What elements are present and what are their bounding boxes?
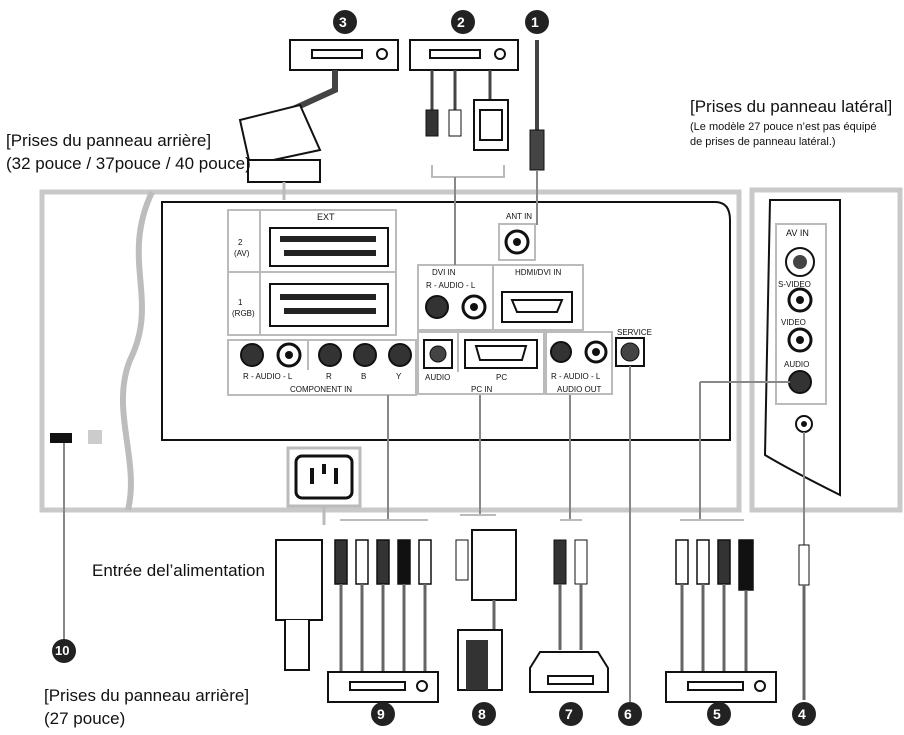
video-label: VIDEO <box>781 318 806 327</box>
service-label: SERVICE <box>617 328 652 337</box>
component-audio-label: R - AUDIO - L <box>243 372 293 381</box>
ext1-rgb: (RGB) <box>232 309 255 318</box>
rear-panel-title: [Prises du panneau arrière] <box>6 131 212 150</box>
ant-in-label: ANT IN <box>506 212 533 221</box>
callout-10-label: 10 <box>55 643 70 658</box>
ext1-num: 1 <box>238 298 243 307</box>
pc-in-block <box>417 331 545 395</box>
dvi-audio-label: R - AUDIO - L <box>426 281 476 290</box>
pc-audio-label: AUDIO <box>425 373 451 382</box>
panel-cut-line <box>120 190 155 511</box>
kensington-slot <box>50 433 72 443</box>
hdmi-dvi-in-label: HDMI/DVI IN <box>515 268 562 277</box>
callout-9-label: 9 <box>377 706 385 722</box>
audio-out-label: AUDIO OUT <box>557 385 602 394</box>
audio-side-label: AUDIO <box>784 360 810 369</box>
callout-6 <box>618 702 642 726</box>
callout-3 <box>333 10 357 34</box>
power-socket <box>286 446 362 508</box>
callout-1-label: 1 <box>531 14 539 30</box>
antenna-cable <box>529 40 545 225</box>
component-block <box>227 339 417 396</box>
device-3 <box>238 39 399 200</box>
pr-label: R <box>326 372 332 381</box>
callout-7 <box>559 702 583 726</box>
callout-4-label: 4 <box>798 706 806 722</box>
power-input-label: Entrée del’alimentation <box>92 561 265 580</box>
dvi-in-label: DVI IN <box>432 268 456 277</box>
pc-in-label: PC IN <box>471 385 493 394</box>
callout-3-label: 3 <box>339 14 347 30</box>
rear27-model: (27 pouce) <box>44 709 126 728</box>
y-label: Y <box>396 372 402 381</box>
device-2 <box>409 39 519 265</box>
rear-panel-models: (32 pouce / 37pouce / 40 pouce) <box>6 154 251 173</box>
side-panel-note-2: de prises de panneau latéral.) <box>690 136 836 148</box>
ant-in-jack <box>498 223 536 261</box>
callout-5 <box>707 702 731 726</box>
service-jack <box>615 337 645 367</box>
callout-8-label: 8 <box>478 706 486 722</box>
audio-out-block <box>545 331 613 395</box>
ext-block <box>227 209 397 336</box>
av-in-label: AV IN <box>786 228 809 238</box>
ext2-av: (AV) <box>234 249 250 258</box>
rear27-title: [Prises du panneau arrière] <box>44 686 250 705</box>
pb-label: B <box>361 372 367 381</box>
side-panel <box>749 187 903 513</box>
callout-4 <box>792 702 816 726</box>
callout-7-label: 7 <box>565 706 573 722</box>
ext-label: EXT <box>317 212 335 222</box>
callout-2 <box>451 10 475 34</box>
power-cord <box>275 506 326 671</box>
jack-panel <box>161 201 731 441</box>
callout-5-label: 5 <box>713 706 721 722</box>
callout-2-label: 2 <box>457 14 465 30</box>
ext2-num: 2 <box>238 238 243 247</box>
dvi-hdmi-block <box>417 264 584 331</box>
device-8 <box>455 395 517 691</box>
audio-out-rl-label: R - AUDIO - L <box>551 372 601 381</box>
side-panel-title: [Prises du panneau latéral] <box>690 97 893 116</box>
component-in-label: COMPONENT IN <box>290 385 353 394</box>
callout-1 <box>525 10 549 34</box>
device-9 <box>327 395 439 703</box>
callout-6-label: 6 <box>624 706 632 722</box>
side-panel-note-1: (Le modèle 27 pouce n’est pas équipé <box>690 121 877 133</box>
callout-10 <box>52 639 76 663</box>
callout-9 <box>371 702 395 726</box>
pc-label: PC <box>496 373 508 382</box>
device-5 <box>665 381 790 703</box>
kensington-lock-icon <box>88 430 102 444</box>
headphone-cable <box>798 432 810 700</box>
callout-8 <box>472 702 496 726</box>
device-7 <box>529 395 609 693</box>
s-video-label: S-VIDEO <box>778 280 811 289</box>
